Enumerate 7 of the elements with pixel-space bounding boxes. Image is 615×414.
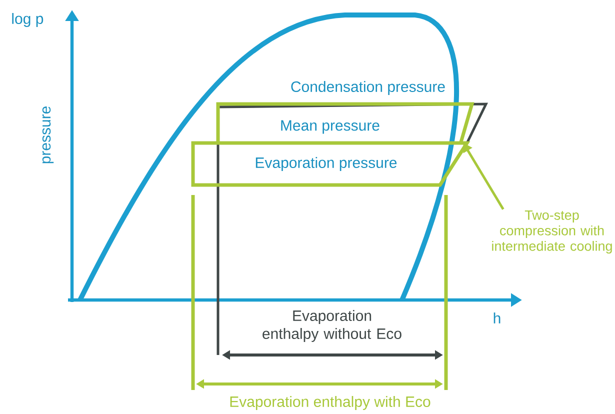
annotation-text: Two-step compression with intermediate cooling <box>492 210 612 254</box>
dimension-label: Evaporation enthalpy with Eco <box>230 396 430 410</box>
axis-label: log p <box>12 13 44 27</box>
axis-label: h <box>494 312 500 324</box>
region-label: Condensation pressure <box>291 81 445 95</box>
dimension-label: Evaporation enthalpy without Eco <box>262 310 402 342</box>
axis-label: pressure <box>42 106 54 164</box>
